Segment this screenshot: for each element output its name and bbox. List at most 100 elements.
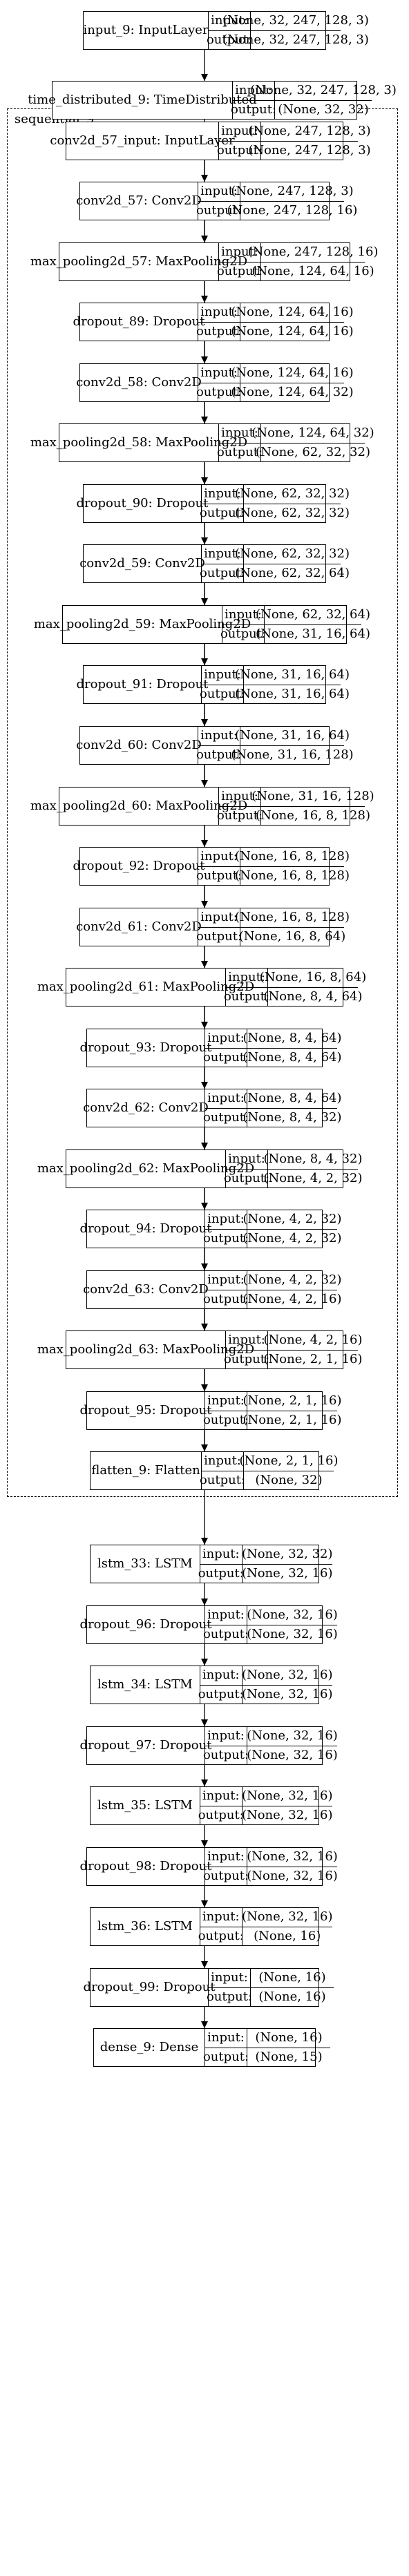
output-row: output:(None, 8, 4, 32) xyxy=(203,1107,342,1127)
output-label: output: xyxy=(198,1806,244,1824)
layer-io: input:(None, 32, 247, 128, 3)output:(Non… xyxy=(207,12,369,49)
layer-io: input:(None, 124, 64, 16)output:(None, 1… xyxy=(196,364,354,401)
layer-io: input:(None, 62, 32, 32)output:(None, 62… xyxy=(200,545,350,582)
output-row: output:(None, 62, 32, 32) xyxy=(200,503,350,522)
input-row: input:(None, 8, 4, 64) xyxy=(205,1029,342,1048)
input-row: input:(None, 62, 32, 32) xyxy=(202,545,350,564)
output-shape: (None, 32, 16) xyxy=(241,1807,333,1822)
input-row: input:(None, 32, 16) xyxy=(200,1666,333,1685)
output-shape: (None, 247, 128, 3) xyxy=(248,142,371,158)
layer-io: input:(None, 2, 1, 16)output:(None, 32) xyxy=(200,1452,339,1489)
layer-name: dropout_89: Dropout xyxy=(73,303,204,341)
output-label: output: xyxy=(196,745,242,764)
layer-io: input:(None, 31, 16, 128)output:(None, 1… xyxy=(217,788,374,825)
input-label: input: xyxy=(219,243,261,262)
input-label: input: xyxy=(198,848,240,866)
layer-name: conv2d_57: Conv2D xyxy=(76,182,202,220)
input-row: input:(None, 31, 16, 64) xyxy=(202,666,350,685)
output-row: output:(None, 2, 1, 16) xyxy=(224,1349,363,1368)
output-shape: (None, 31, 16, 64) xyxy=(256,626,370,641)
layer-name: dropout_93: Dropout xyxy=(80,1029,211,1067)
input-row: input:(None, 124, 64, 32) xyxy=(219,424,374,443)
layer-io: input:(None, 16, 8, 128)output:(None, 16… xyxy=(196,908,350,946)
output-label: output: xyxy=(198,1564,244,1583)
output-label: output: xyxy=(196,201,242,220)
input-row: input:(None, 62, 32, 32) xyxy=(202,485,350,504)
input-shape: (None, 32, 16) xyxy=(247,1849,338,1864)
output-shape: (None, 2, 1, 16) xyxy=(263,1351,363,1366)
layer-name: conv2d_60: Conv2D xyxy=(76,727,202,764)
input-label: input: xyxy=(226,1331,268,1350)
output-label: output: xyxy=(203,1867,249,1885)
output-shape: (None, 16, 8, 128) xyxy=(256,808,370,823)
input-shape: (None, 124, 64, 16) xyxy=(231,365,354,381)
output-label: output: xyxy=(196,866,242,885)
input-label: input: xyxy=(198,908,240,927)
layer-io: input:(None, 4, 2, 16)output:(None, 2, 1… xyxy=(224,1331,363,1368)
input-shape: (None, 32, 16) xyxy=(241,1788,333,1804)
output-row: output:(None, 31, 16, 64) xyxy=(200,684,350,703)
layer-io: input:(None, 8, 4, 64)output:(None, 8, 4… xyxy=(203,1029,342,1067)
layer-name: conv2d_59: Conv2D xyxy=(79,545,205,582)
input-shape: (None, 31, 16, 128) xyxy=(251,789,374,804)
input-row: input:(None, 16) xyxy=(209,1969,334,1987)
input-shape: (None, 32, 247, 128, 3) xyxy=(222,13,369,28)
input-label: input: xyxy=(209,12,251,30)
output-shape: (None, 124, 64, 16) xyxy=(231,323,354,338)
input-shape: (None, 8, 4, 64) xyxy=(242,1091,342,1106)
output-row: output:(None, 124, 64, 16) xyxy=(196,321,354,341)
input-label: input: xyxy=(219,424,261,443)
input-label: input: xyxy=(202,1452,244,1471)
input-row: input:(None, 124, 64, 16) xyxy=(198,303,354,322)
output-row: output:(None, 124, 64, 32) xyxy=(196,382,354,401)
layer-name: max_pooling2d_58: MaxPooling2D xyxy=(30,424,247,461)
input-row: input:(None, 124, 64, 16) xyxy=(198,364,354,383)
output-label: output: xyxy=(224,1169,269,1187)
output-label: output: xyxy=(203,1229,249,1248)
output-shape: (None, 15) xyxy=(255,2049,323,2064)
output-shape: (None, 8, 4, 32) xyxy=(242,1109,342,1125)
layer-io: input:(None, 124, 64, 32)output:(None, 6… xyxy=(217,424,374,461)
input-label: input: xyxy=(200,1666,242,1685)
output-row: output:(None, 4, 2, 16) xyxy=(203,1289,342,1308)
input-row: input:(None, 2, 1, 16) xyxy=(205,1392,342,1411)
output-label: output: xyxy=(217,262,263,280)
input-shape: (None, 32, 16) xyxy=(241,1909,333,1925)
input-label: input: xyxy=(205,1392,247,1411)
output-shape: (None, 62, 32, 64) xyxy=(235,565,350,580)
input-label: input: xyxy=(205,1271,247,1290)
input-label: input: xyxy=(219,788,261,806)
input-shape: (None, 32, 16) xyxy=(247,1728,338,1744)
layer-name: flatten_9: Flatten xyxy=(91,1452,202,1489)
layer-name: time_distributed_9: TimeDistributed xyxy=(28,82,257,119)
layer-name: lstm_36: LSTM xyxy=(91,1908,200,1945)
output-row: output:(None, 16, 8, 128) xyxy=(196,866,350,885)
layer-io: input:(None, 4, 2, 32)output:(None, 4, 2… xyxy=(203,1271,342,1308)
input-label: input: xyxy=(205,1606,247,1625)
layer-name: input_9: InputLayer xyxy=(83,12,209,49)
output-shape: (None, 16) xyxy=(254,1928,321,1943)
output-shape: (None, 32, 32) xyxy=(278,102,369,117)
layer-io: input:(None, 32, 16) output:(None, 32, 16… xyxy=(203,1848,338,1885)
input-label: input: xyxy=(198,364,240,383)
layer-io: input:(None, 2, 1, 16)output:(None, 2, 1… xyxy=(203,1392,342,1429)
layer-name: max_pooling2d_59: MaxPooling2D xyxy=(34,606,251,643)
output-row: output:(None, 16) xyxy=(198,1926,332,1945)
input-label: input: xyxy=(205,1848,247,1867)
output-row: output:(None, 32, 16) xyxy=(203,1866,338,1885)
output-label: output: xyxy=(200,1471,245,1489)
input-shape: (None, 2, 1, 16) xyxy=(242,1393,342,1409)
